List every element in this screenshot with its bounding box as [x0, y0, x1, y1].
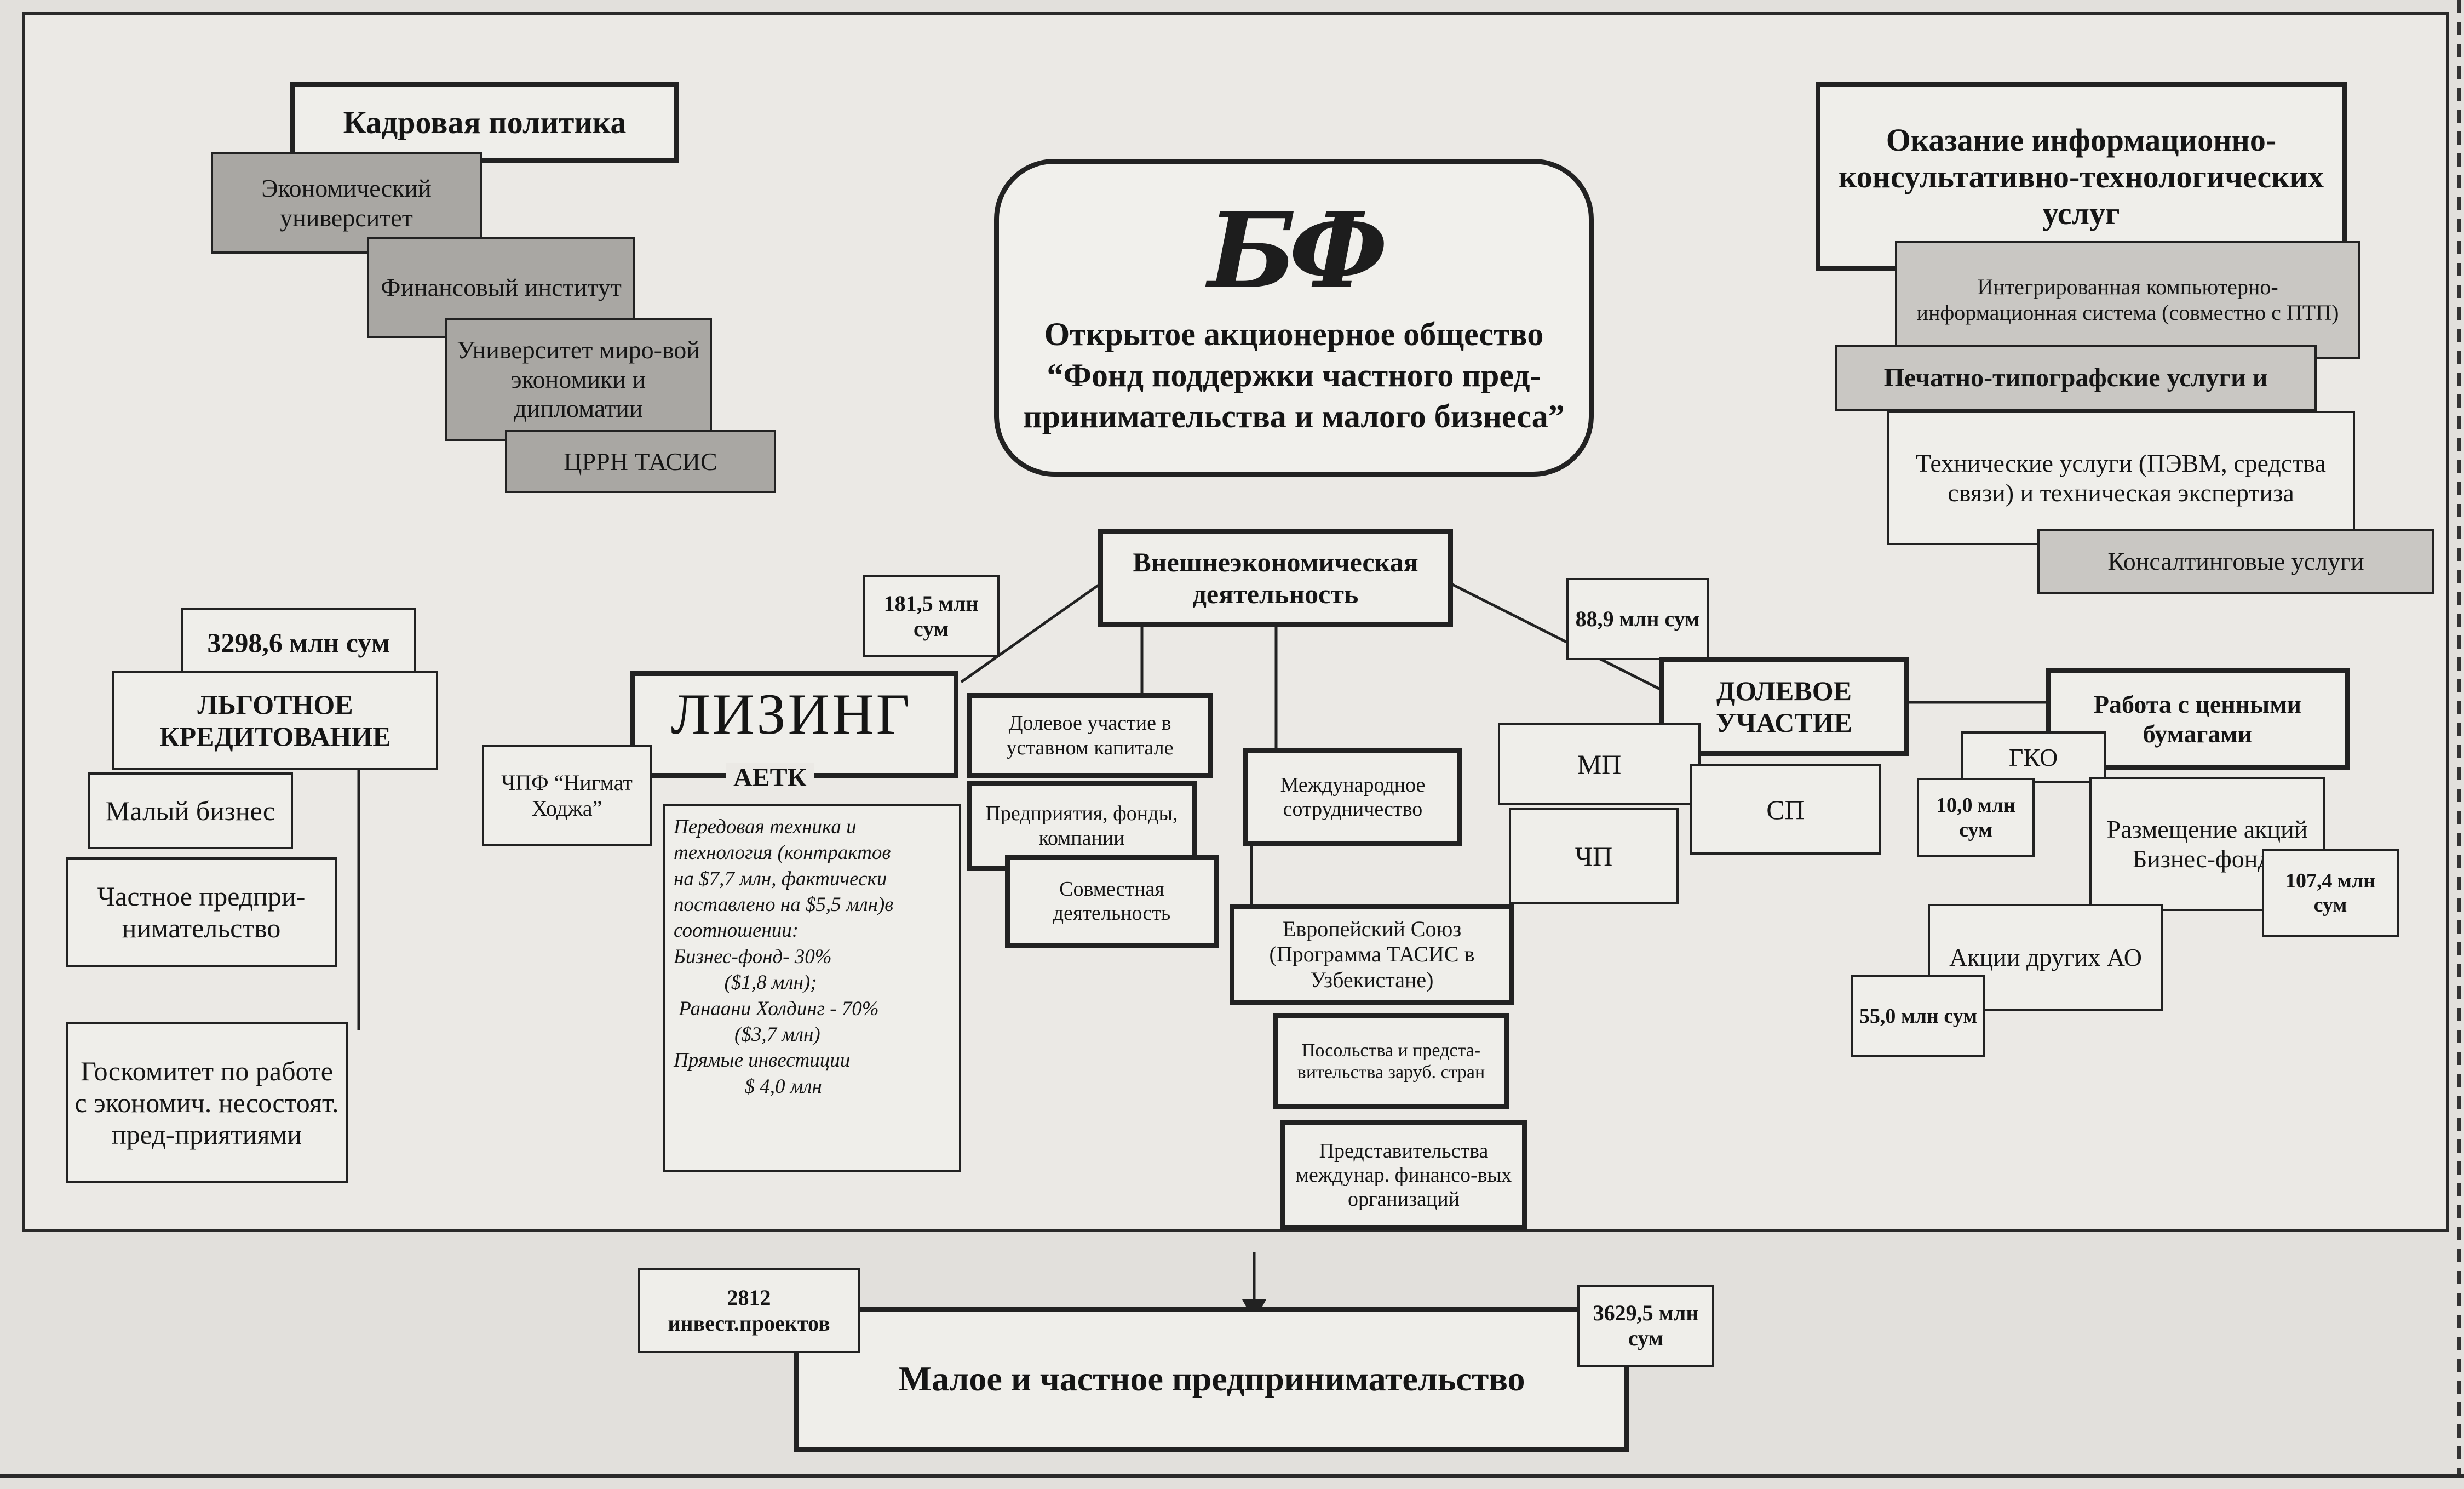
- link-foreign-leasing: [960, 582, 1102, 684]
- hr-item-world-economy-university: Университет миро-вой экономики и диплома…: [445, 318, 712, 441]
- result-amount: 3629,5 млн сум: [1577, 1285, 1714, 1367]
- eu-tacis-box: Европейский Союз (Программа ТАСИС в Узбе…: [1230, 904, 1514, 1005]
- leasing-detail-line: Ранаани Холдинг - 70%: [674, 997, 879, 1020]
- embassies-box: Посольства и предста-вительства заруб. с…: [1273, 1013, 1509, 1109]
- leasing-detail-line: Прямые инвестиции: [674, 1049, 851, 1072]
- leasing-detail-line: технология (контрактов: [674, 841, 891, 864]
- leasing-detail-line: ($3,7 млн): [674, 1023, 820, 1046]
- result-title: Малое и частное предпринимательство: [794, 1307, 1629, 1452]
- leasing-detail-line: на $7,7 млн, фактически: [674, 867, 887, 890]
- leasing-side-nigmat-hodja: ЧПФ “Нигмат Ходжа”: [482, 745, 652, 846]
- leasing-subtitle: АЕТК: [726, 763, 814, 793]
- securities-other-shares: Акции других АО: [1928, 904, 2163, 1011]
- leasing-detail-line: $ 4,0 млн: [674, 1075, 822, 1098]
- securities-gko-amount: 10,0 млн сум: [1917, 778, 2035, 857]
- leasing-detail-line: соотношении:: [674, 919, 799, 942]
- edge-dashes: [2457, 0, 2461, 1474]
- credit-item-private-enterprise: Частное предпри-нимательство: [66, 857, 337, 967]
- equity-chp: ЧП: [1509, 808, 1679, 904]
- consulting-item-printing: Печатно-типографские услуги и: [1835, 345, 2317, 411]
- fund-logo: БФ: [1208, 189, 1388, 312]
- intl-financial-orgs-box: Представительства междунар. финансо-вых …: [1280, 1120, 1527, 1230]
- main-title: Открытое акционерное общество “Фонд подд…: [1023, 316, 1565, 434]
- leasing-detail-line: ($1,8 млн);: [674, 971, 817, 994]
- securities-gko: ГКО: [1961, 731, 2106, 783]
- consulting-item-technical: Технические услуги (ПЭВМ, средства связи…: [1887, 411, 2355, 545]
- leasing-detail-line: Бизнес-фонд- 30%: [674, 945, 832, 968]
- leasing-title: ЛИЗИНГ: [671, 682, 912, 746]
- hr-policy-title: Кадровая политика: [290, 82, 679, 163]
- leasing-details: Передовая техника и технология (контракт…: [663, 804, 961, 1172]
- hr-item-tacis: ЦРРН ТАСИС: [505, 430, 776, 493]
- main-organization: БФ Открытое акционерное общество “Фонд п…: [994, 159, 1594, 477]
- securities-title: Работа с ценными бумагами: [2046, 668, 2350, 770]
- equity-mp: МП: [1498, 723, 1701, 805]
- international-cooperation-box: Международное сотрудничество: [1243, 748, 1462, 846]
- consulting-item-consulting: Консалтинговые услуги: [2037, 529, 2434, 594]
- equity-participation-title: ДОЛЕВОЕ УЧАСТИЕ: [1659, 657, 1909, 756]
- result-projects: 2812 инвест.проектов: [638, 1268, 860, 1353]
- leasing-detail-line: Передовая техника и: [674, 816, 857, 838]
- equity-capital-box: Долевое участие в уставном капитале: [967, 693, 1213, 778]
- link-foreign-participation: [1449, 582, 1663, 692]
- foreign-amount-left: 181,5 млн сум: [863, 575, 1000, 657]
- credit-amount: 3298,6 млн сум: [181, 608, 416, 677]
- credit-item-small-business: Малый бизнес: [88, 772, 293, 849]
- consulting-item-computer-system: Интегрированная компьютерно-информационн…: [1895, 241, 2360, 359]
- leasing-detail-line: поставлено на $5,5 млн)в: [674, 894, 894, 917]
- leasing-box: [630, 671, 958, 778]
- foreign-amount-right: 88,9 млн сум: [1566, 578, 1709, 660]
- securities-placement-amount: 107,4 млн сум: [2262, 849, 2399, 937]
- credit-title: ЛЬГОТНОЕ КРЕДИТОВАНИЕ: [112, 671, 438, 770]
- securities-other-amount: 55,0 млн сум: [1851, 975, 1985, 1057]
- equity-sp: СП: [1690, 764, 1881, 855]
- consulting-title: Оказание информационно-консультативно-те…: [1816, 82, 2347, 271]
- joint-activity-box: Совместная деятельность: [1005, 855, 1219, 948]
- credit-item-state-committee: Госкомитет по работе с экономич. несосто…: [66, 1022, 348, 1183]
- foreign-activity-title: Внешнеэкономическая деятельность: [1098, 529, 1453, 627]
- bottom-rule: [0, 1474, 2464, 1478]
